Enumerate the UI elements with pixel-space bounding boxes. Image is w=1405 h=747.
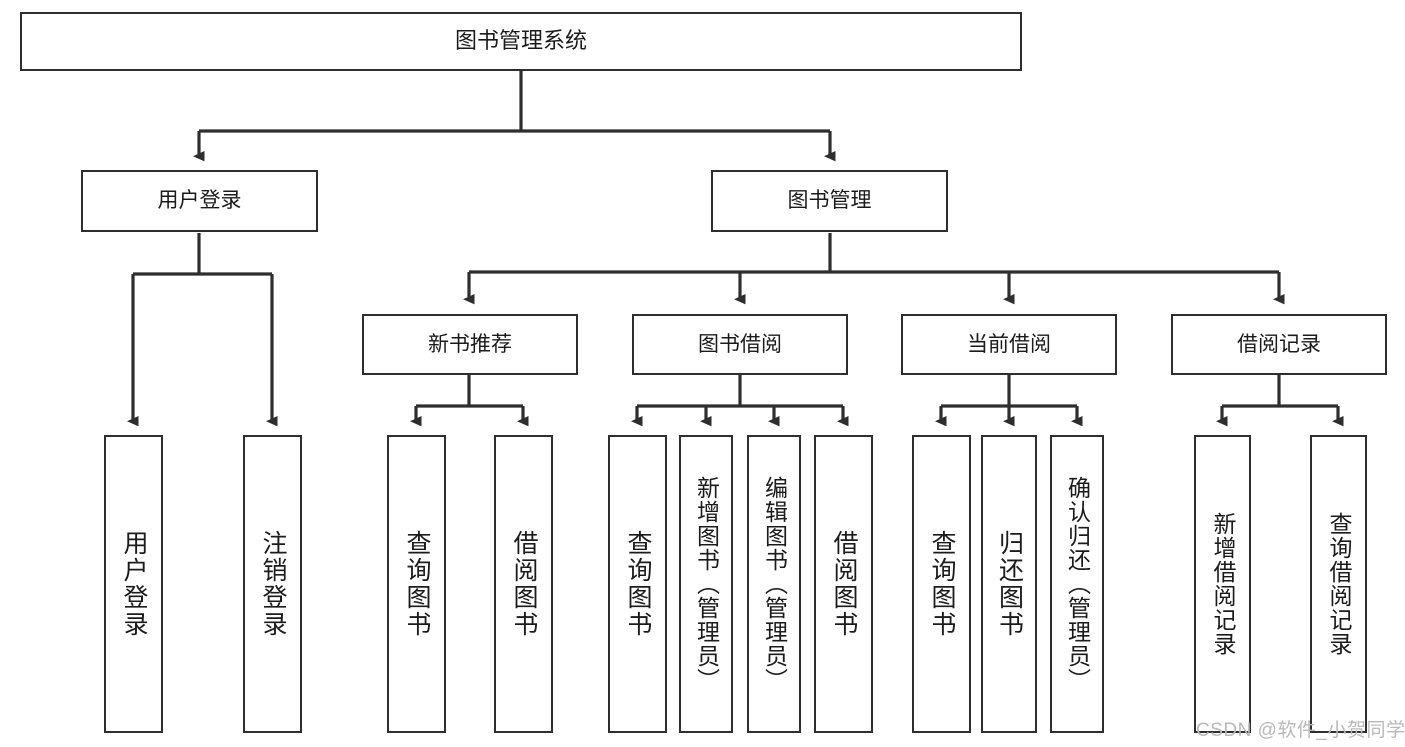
node-leaf-logout[interactable]: 注销登录 [243,435,302,733]
node-leaf-borrow-book-1-label: 借阅图书 [510,530,538,638]
node-leaf-query-record[interactable]: 查询借阅记录 [1310,435,1367,733]
node-leaf-confirm-return-label: 确认归还（管理员） [1064,476,1091,692]
node-current-borrow-label: 当前借阅 [967,332,1051,356]
node-leaf-confirm-return[interactable]: 确认归还（管理员） [1050,435,1104,733]
node-leaf-query-book-3[interactable]: 查询图书 [912,435,971,733]
node-leaf-return-book[interactable]: 归还图书 [981,435,1037,733]
node-borrow-record[interactable]: 借阅记录 [1171,314,1387,375]
node-leaf-query-book-2[interactable]: 查询图书 [608,435,667,733]
node-leaf-add-book-label: 新增图书（管理员） [693,476,720,692]
node-leaf-query-book-2-label: 查询图书 [624,530,652,638]
node-leaf-add-record[interactable]: 新增借阅记录 [1194,435,1251,733]
node-book-manage-label: 图书管理 [787,189,872,213]
node-leaf-query-book-3-label: 查询图书 [928,530,956,638]
node-leaf-borrow-book-2-label: 借阅图书 [830,530,858,638]
node-leaf-edit-book-label: 编辑图书（管理员） [761,476,788,692]
node-new-book-recommend-label: 新书推荐 [428,332,512,356]
node-leaf-borrow-book-1[interactable]: 借阅图书 [494,435,553,733]
watermark: CSDN @软件_小贺同学 [1196,720,1405,741]
node-leaf-edit-book[interactable]: 编辑图书（管理员） [747,435,801,733]
node-leaf-user-login[interactable]: 用户登录 [104,435,163,733]
node-new-book-recommend[interactable]: 新书推荐 [362,314,578,375]
node-root-label: 图书管理系统 [454,28,587,54]
node-user-login-label: 用户登录 [157,189,242,213]
node-leaf-query-book-1-label: 查询图书 [403,530,431,638]
node-user-login[interactable]: 用户登录 [81,170,318,232]
node-leaf-query-book-1[interactable]: 查询图书 [387,435,446,733]
node-book-borrow-label: 图书借阅 [698,332,782,356]
node-leaf-add-book[interactable]: 新增图书（管理员） [679,435,733,733]
node-book-borrow[interactable]: 图书借阅 [632,314,848,375]
node-book-manage[interactable]: 图书管理 [711,170,948,232]
node-borrow-record-label: 借阅记录 [1237,332,1321,356]
node-root[interactable]: 图书管理系统 [20,12,1022,71]
node-leaf-user-login-label: 用户登录 [120,530,148,638]
node-leaf-logout-label: 注销登录 [259,530,287,638]
node-leaf-query-record-label: 查询借阅记录 [1326,512,1352,656]
node-leaf-borrow-book-2[interactable]: 借阅图书 [814,435,873,733]
node-leaf-add-record-label: 新增借阅记录 [1210,512,1236,656]
node-leaf-return-book-label: 归还图书 [995,530,1024,638]
node-current-borrow[interactable]: 当前借阅 [901,314,1117,375]
